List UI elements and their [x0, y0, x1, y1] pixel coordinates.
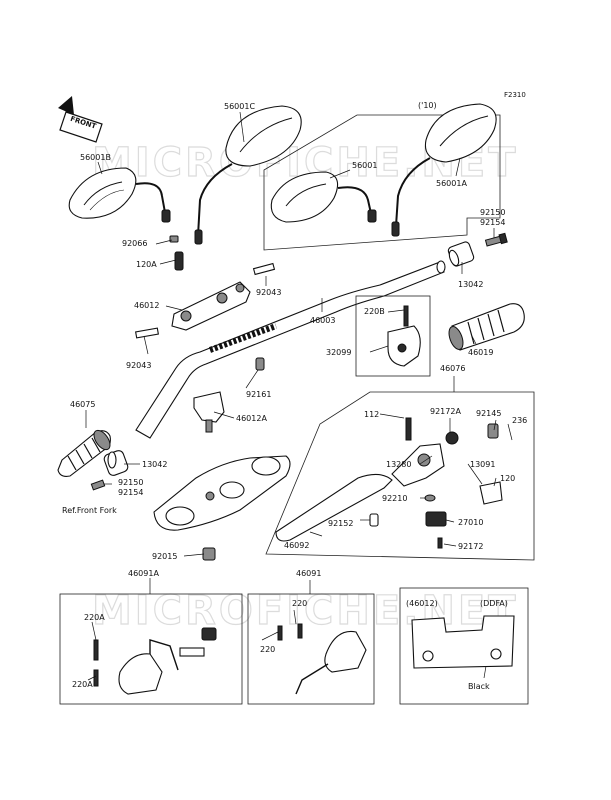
label-120A: 120A [136, 260, 157, 269]
leader-lines [85, 111, 513, 681]
label-220A-top: 220A [84, 613, 105, 622]
label-56001: 56001 [352, 161, 377, 170]
grip-46019 [448, 303, 525, 351]
cover-box-32099 [355, 295, 431, 377]
label-56001A: 56001A [436, 179, 467, 188]
bolt-92150-bottom [90, 479, 106, 491]
nut-92066 [169, 235, 179, 243]
holder-black [411, 615, 515, 669]
bolt-92043-left [135, 327, 159, 339]
label-92145: 92145 [476, 409, 501, 418]
knob-92172A [445, 431, 459, 445]
label-46012: 46012 [134, 301, 159, 310]
lever-assembly-frame [265, 391, 535, 561]
cover-32099 [387, 305, 421, 367]
year-note: ('10) [418, 101, 437, 110]
pin-92152 [369, 513, 379, 527]
label-92150-top: 92150 [480, 208, 505, 217]
label-92161: 92161 [246, 390, 271, 399]
label-220-top: 220 [292, 599, 307, 608]
screw-112 [405, 417, 412, 441]
front-arrow-icon: FRONT [58, 96, 103, 143]
label-46075: 46075 [70, 400, 95, 409]
washer-92210 [424, 494, 436, 502]
label-92152: 92152 [328, 519, 353, 528]
mirror-2010-frame [263, 114, 501, 251]
switch-27010 [425, 511, 447, 527]
label-ref-front-fork: Ref.Front Fork [62, 506, 117, 515]
figure-code: F2310 [504, 91, 526, 99]
bolt-92043-top [252, 262, 276, 276]
label-92043-left: 92043 [126, 361, 151, 370]
label-92043-top: 92043 [256, 288, 281, 297]
label-220B: 220B [364, 307, 385, 316]
label-46012A: 46012A [236, 414, 267, 423]
label-92154-bottom: 92154 [118, 488, 143, 497]
label-27010: 27010 [458, 518, 483, 527]
bolt-120A [174, 251, 184, 271]
label-46019: 46019 [468, 348, 493, 357]
bolt-92161 [255, 357, 265, 371]
part-labels: 56001C 56001B 56001 56001A 92150 92154 9… [62, 102, 527, 691]
label-92172: 92172 [458, 542, 483, 551]
holder-box-ddfa [399, 587, 529, 705]
bracket-13091 [479, 423, 503, 505]
handlebar-46003 [135, 260, 446, 439]
label-220A-bottom: 220A [72, 680, 93, 689]
label-92154-top: 92154 [480, 218, 505, 227]
nut-92015 [202, 547, 216, 561]
mirror-56001 [270, 171, 377, 223]
label-46003: 46003 [310, 316, 335, 325]
label-92210: 92210 [382, 494, 407, 503]
switch-46091A [93, 627, 217, 695]
label-92015: 92015 [152, 552, 177, 561]
triple-clamp [153, 455, 291, 531]
mirror-56001C [194, 105, 302, 245]
label-56001C: 56001C [224, 102, 255, 111]
label-13042-top: 13042 [458, 280, 483, 289]
label-ddfa: (DDFA) [480, 599, 508, 608]
label-black: Black [468, 682, 490, 691]
label-92150-bottom: 92150 [118, 478, 143, 487]
switch-box-46091A [59, 593, 243, 705]
label-220-left: 220 [260, 645, 275, 654]
label-ref-46012: (46012) [406, 599, 438, 608]
holder-46012A [193, 391, 225, 433]
lever-46092 [275, 443, 445, 542]
grip-46075 [57, 429, 111, 477]
label-46091: 46091 [296, 569, 321, 578]
switch-box-46091 [247, 593, 375, 705]
label-236: 236 [512, 416, 527, 425]
watermark-bottom: MICROFICHE.NET [92, 588, 519, 634]
label-32099: 32099 [326, 348, 351, 357]
label-92172A: 92172A [430, 407, 461, 416]
label-56001B: 56001B [80, 153, 111, 162]
label-13091: 13091 [470, 460, 495, 469]
bar-end-13042-bottom [103, 450, 129, 476]
bar-end-13042-top [447, 241, 475, 267]
mirror-56001A [391, 103, 497, 237]
label-112: 112 [364, 410, 379, 419]
screw-92172 [437, 537, 443, 549]
label-46076: 46076 [440, 364, 465, 373]
holder-46012 [171, 281, 251, 331]
label-13280: 13280 [386, 460, 411, 469]
label-120: 120 [500, 474, 515, 483]
label-46092: 46092 [284, 541, 309, 550]
label-92066: 92066 [122, 239, 147, 248]
label-13042-bottom: 13042 [142, 460, 167, 469]
bolt-92150-top [484, 232, 508, 247]
mirror-56001B [68, 167, 171, 223]
switch-46091 [277, 623, 367, 695]
label-46091A: 46091A [128, 569, 159, 578]
